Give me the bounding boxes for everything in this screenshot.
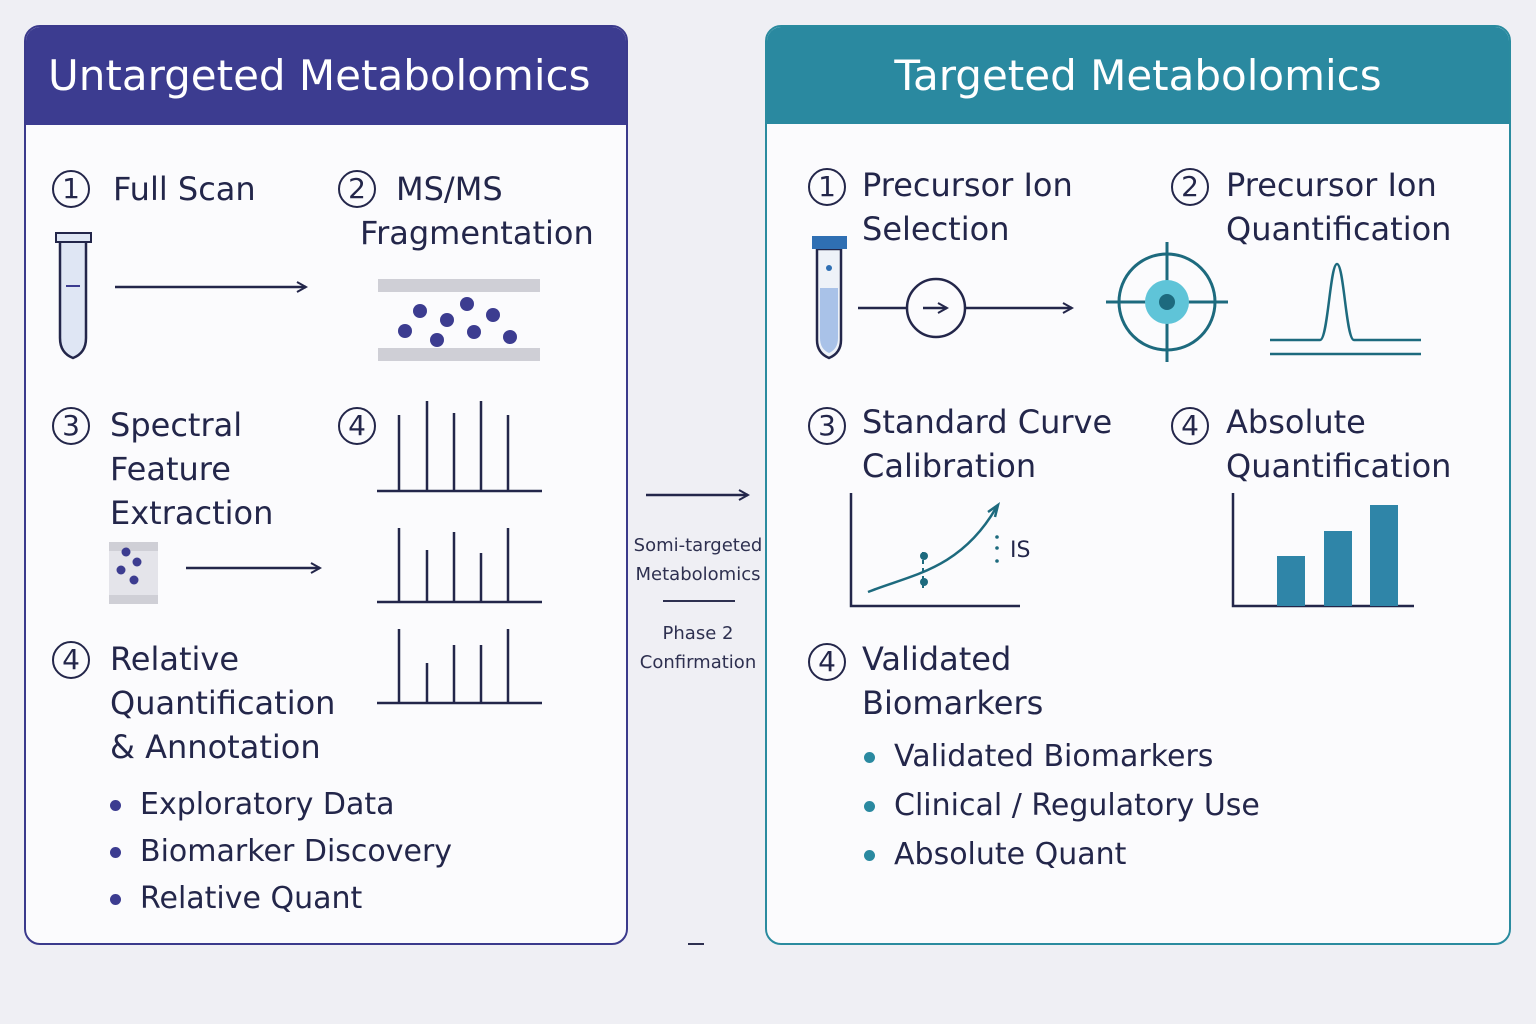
step-label-msms-fragmentation: MS/MS Fragmentation xyxy=(360,170,594,252)
bottom-tick xyxy=(688,943,704,945)
step-number-3: 3 xyxy=(808,407,846,445)
targeted-title: Targeted Metabolomics xyxy=(767,27,1509,124)
middle-divider xyxy=(663,600,735,602)
targeted-bullet-list: Validated Biomarkers Clinical / Regulato… xyxy=(864,732,1260,879)
step-number-2: 2 xyxy=(338,170,376,208)
step-label-standard-curve-calibration: Standard Curve Calibration xyxy=(862,403,1113,485)
step-number-3: 3 xyxy=(52,407,90,445)
step-number-1: 1 xyxy=(52,170,90,208)
semi-targeted-label: Somi-targeted Metabolomics xyxy=(633,535,763,585)
targeted-panel: Targeted Metabolomics 1 Precursor Ion Se… xyxy=(765,25,1511,945)
step-number-4: 4 xyxy=(1171,407,1209,445)
step-label-validated-biomarkers: Validated Biomarkers xyxy=(862,640,1044,722)
phase-2-label: Phase 2 Confirmation xyxy=(639,623,757,673)
step-label-precursor-ion-quantification: Precursor Ion Quantification xyxy=(1226,166,1452,248)
bullet-relative-quant: Relative Quant xyxy=(110,875,452,922)
bullet-absolute-quant: Absolute Quant xyxy=(864,830,1260,879)
step-number-4-validated: 4 xyxy=(808,643,846,681)
internal-standard-label: IS xyxy=(1010,538,1031,563)
untargeted-panel: Untargeted Metabolomics 1 Full Scan 2 MS… xyxy=(24,25,628,945)
bullet-biomarker-discovery: Biomarker Discovery xyxy=(110,828,452,875)
step-number-4: 4 xyxy=(52,641,90,679)
step-label-full-scan: Full Scan xyxy=(113,170,256,208)
untargeted-title: Untargeted Metabolomics xyxy=(26,27,626,125)
step-number-2: 2 xyxy=(1171,168,1209,206)
step-number-1: 1 xyxy=(808,168,846,206)
step-label-spectral-feature-extraction: Spectral Feature Extraction xyxy=(110,406,274,532)
bullet-exploratory-data: Exploratory Data xyxy=(110,781,452,828)
untargeted-bullet-list: Exploratory Data Biomarker Discovery Rel… xyxy=(110,781,452,922)
bullet-clinical-regulatory-use: Clinical / Regulatory Use xyxy=(864,781,1260,830)
step-label-precursor-ion-selection: Precursor Ion Selection xyxy=(862,166,1073,248)
bullet-validated-biomarkers: Validated Biomarkers xyxy=(864,732,1260,781)
step-label-relative-quantification: Relative Quantification & Annotation xyxy=(110,640,336,766)
step-number-4-spectra: 4 xyxy=(338,407,376,445)
step-label-absolute-quantification: Absolute Quantification xyxy=(1226,403,1452,485)
